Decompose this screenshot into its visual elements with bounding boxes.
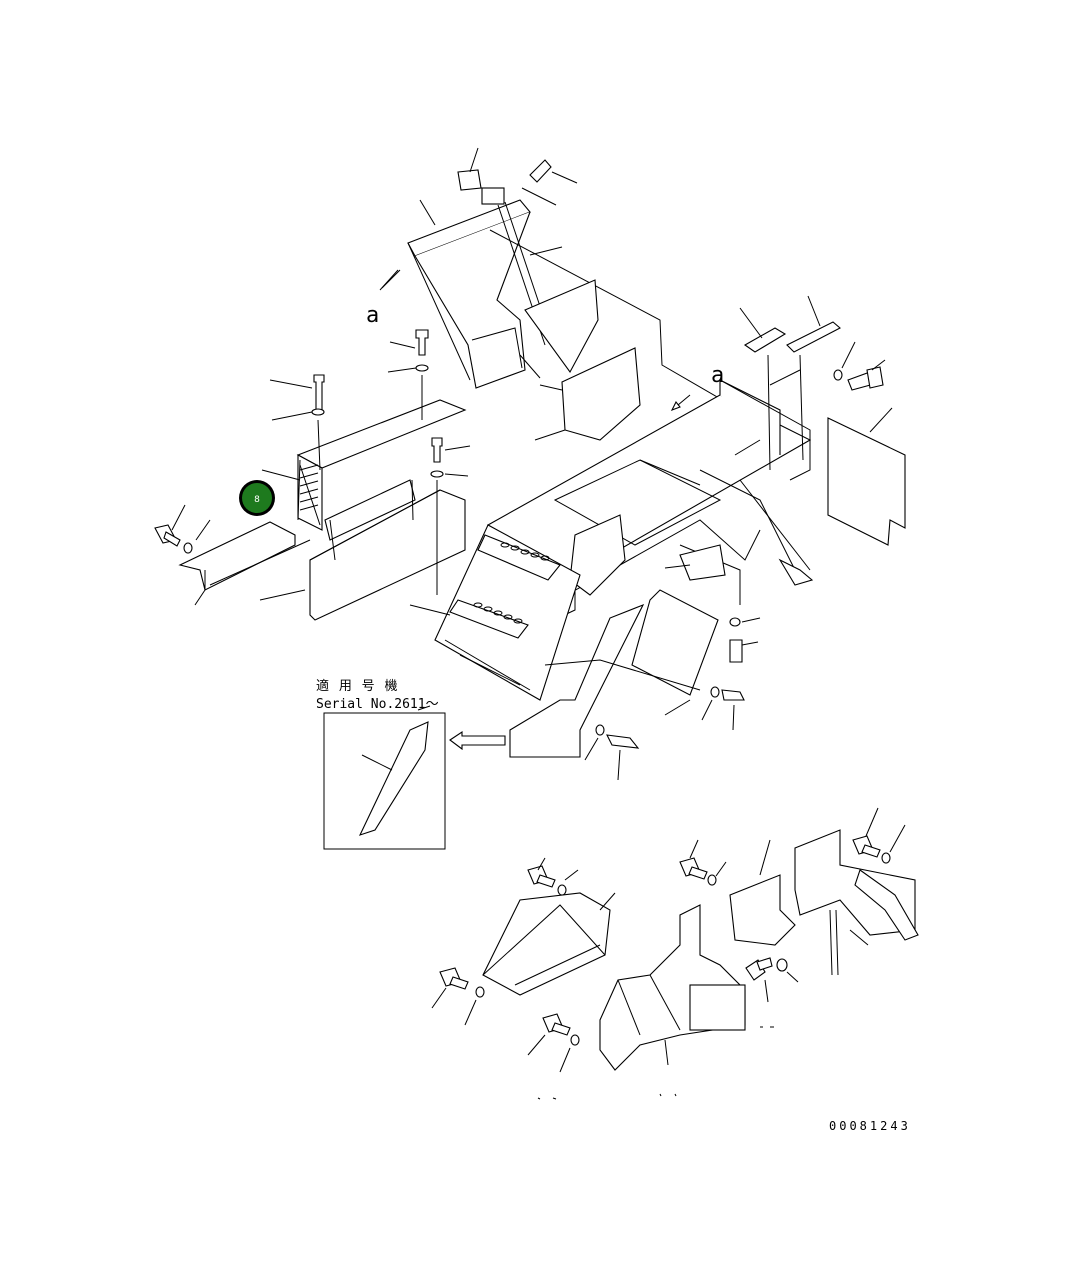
- serial-inset: [323, 705, 446, 850]
- hatch-grill: [299, 464, 319, 511]
- callout-badge[interactable]: 8: [239, 480, 275, 516]
- left-side-assembly: [178, 399, 467, 621]
- view-letter-top: a: [366, 303, 379, 328]
- step-assembly: [409, 524, 581, 701]
- fasteners-mid-right: [584, 617, 761, 781]
- bottom-assembly: [482, 829, 919, 1071]
- applicable-serial-en: Serial No.2611～: [316, 697, 439, 712]
- arrow-left: [449, 730, 506, 751]
- serial-bracket: [509, 603, 645, 758]
- fasteners-left: [154, 329, 471, 595]
- center-panel-lower: [561, 347, 641, 441]
- applicable-serial-jp: 適 用 号 機: [316, 678, 398, 694]
- spacer-blocks: [739, 295, 841, 471]
- view-letter-right: a: [711, 363, 724, 388]
- callout-number: 8: [254, 495, 260, 505]
- step-holes: [473, 542, 550, 624]
- fasteners-bottom: [431, 807, 906, 1073]
- view-arrow-top: [381, 269, 401, 289]
- right-lower-panel: [631, 589, 719, 696]
- center-panel-upper: [524, 279, 599, 374]
- bolt-right-top: [833, 341, 886, 391]
- right-cover-plate: [827, 417, 906, 546]
- drawing-number: 00081243: [829, 1119, 911, 1133]
- small-bracket: [679, 544, 726, 581]
- tick-marks: [537, 1026, 774, 1100]
